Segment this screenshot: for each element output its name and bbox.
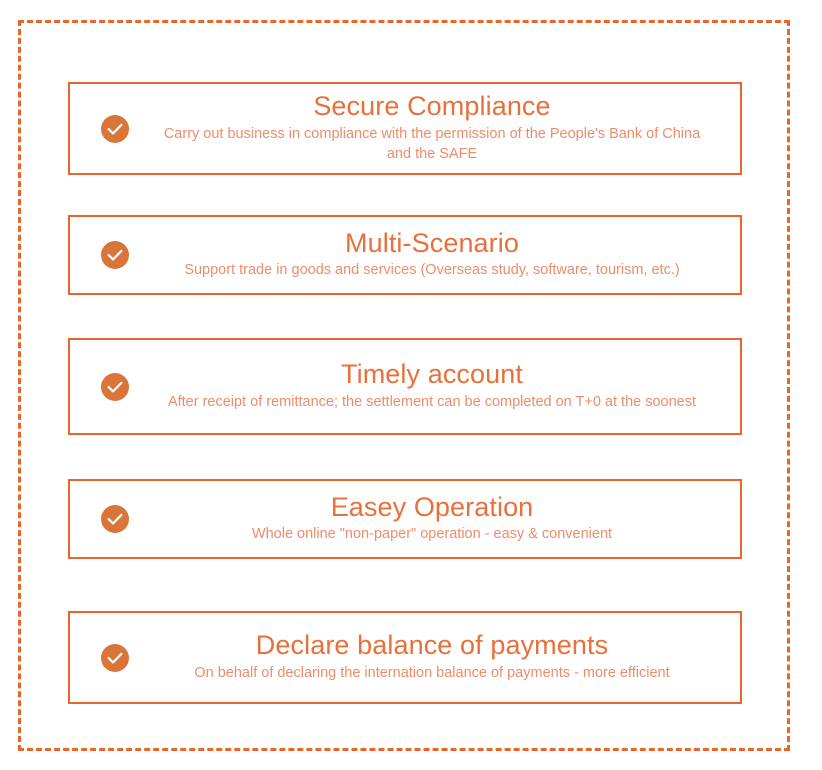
card-title: Multi-Scenario bbox=[345, 227, 519, 258]
feature-card[interactable]: Multi-Scenario Support trade in goods an… bbox=[68, 215, 742, 295]
card-icon-container bbox=[70, 114, 160, 143]
card-text-container: Easey Operation Whole online "non-paper"… bbox=[160, 486, 740, 553]
card-text-container: Secure Compliance Carry out business in … bbox=[160, 81, 740, 176]
card-icon-container bbox=[70, 505, 160, 533]
card-text-container: Multi-Scenario Support trade in goods an… bbox=[160, 222, 740, 289]
feature-card[interactable]: Declare balance of payments On behalf of… bbox=[68, 611, 742, 704]
card-title: Declare balance of payments bbox=[255, 630, 609, 661]
card-description: Whole online "non-paper" operation - eas… bbox=[251, 526, 613, 543]
card-description: Carry out business in compliance with th… bbox=[163, 125, 701, 162]
card-text-container: Declare balance of payments On behalf of… bbox=[160, 620, 740, 695]
check-circle-icon bbox=[101, 643, 129, 672]
check-circle-icon bbox=[101, 241, 129, 269]
card-icon-container bbox=[70, 643, 160, 672]
feature-card[interactable]: Secure Compliance Carry out business in … bbox=[68, 82, 742, 175]
check-circle-icon bbox=[101, 372, 129, 401]
feature-card[interactable]: Easey Operation Whole online "non-paper"… bbox=[68, 479, 742, 559]
card-title: Secure Compliance bbox=[313, 91, 551, 122]
card-description: On behalf of declaring the internation b… bbox=[194, 664, 670, 681]
check-circle-icon bbox=[101, 505, 129, 533]
card-description: Support trade in goods and services (Ove… bbox=[184, 262, 680, 279]
feature-card[interactable]: Timely account After receipt of remittan… bbox=[68, 338, 742, 435]
card-icon-container bbox=[70, 241, 160, 269]
card-description: After receipt of remittance; the settlem… bbox=[167, 393, 697, 410]
feature-card-list: Secure Compliance Carry out business in … bbox=[68, 82, 742, 704]
card-icon-container bbox=[70, 372, 160, 401]
check-circle-icon bbox=[101, 114, 129, 143]
card-title: Easey Operation bbox=[330, 491, 534, 522]
dashed-outline-frame bbox=[18, 20, 790, 751]
card-title: Timely account bbox=[341, 359, 523, 390]
card-text-container: Timely account After receipt of remittan… bbox=[160, 349, 740, 424]
